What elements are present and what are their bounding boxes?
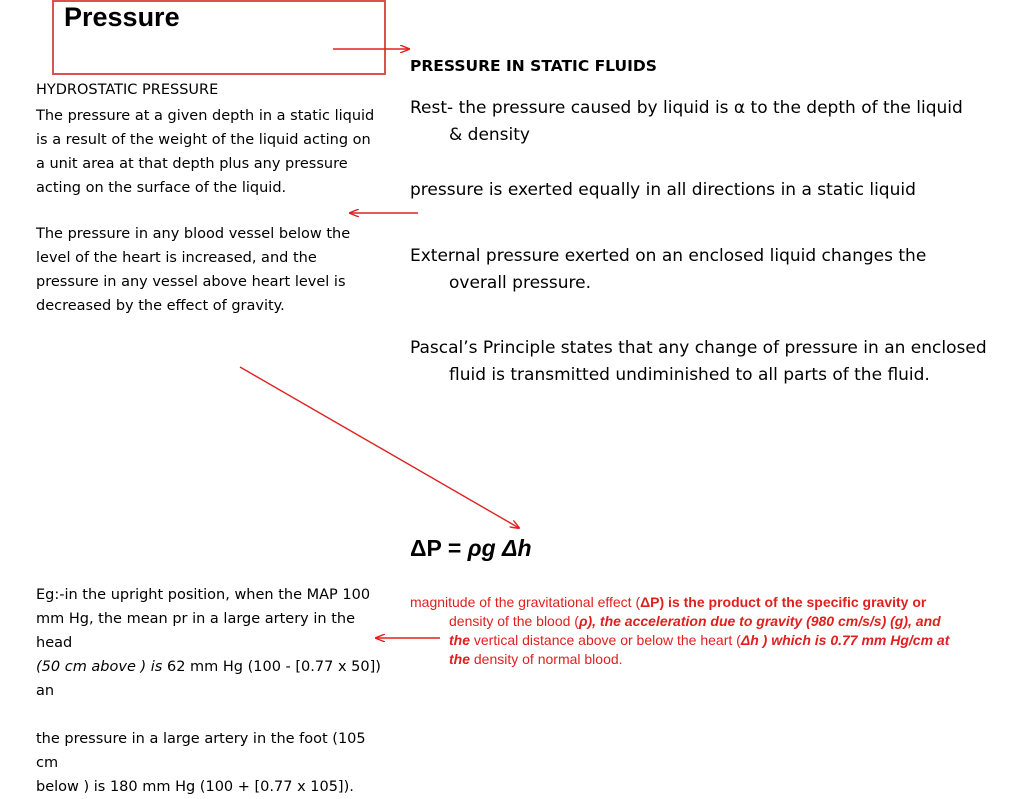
blood-vessel-text-2: pressure in any vessel above heart level… bbox=[36, 274, 346, 314]
arrow-to-formula bbox=[239, 366, 519, 528]
gravity-t6: Δh ) which is 0.77 mm Hg/cm at the bbox=[449, 632, 950, 667]
example-line-1: Eg:-in the upright position, when the MA… bbox=[36, 587, 371, 603]
pressure-formula: ΔP = ρg Δh bbox=[410, 535, 532, 562]
hydrostatic-definition: The pressure at a given depth in a stati… bbox=[36, 108, 375, 196]
connector-arrows bbox=[239, 0, 1024, 768]
foot-line-2: below ) is 180 mm Hg (100 + [0.77 x 105]… bbox=[36, 779, 354, 795]
static-fluids-heading: PRESSURE IN STATIC FLUIDS bbox=[410, 56, 657, 75]
gravity-t5: vertical distance above or below the hea… bbox=[470, 632, 741, 648]
gravity-t4: ρ), the acceleration due to gravity (980… bbox=[449, 613, 941, 648]
pascal-principle: Pascal’s Principle states that any chang… bbox=[410, 338, 987, 385]
hydrostatic-section: HYDROSTATIC PRESSURE The pressure at a g… bbox=[36, 78, 381, 318]
external-pressure-statement: External pressure exerted on an enclosed… bbox=[410, 246, 927, 293]
foot-line-1: the pressure in a large artery in the fo… bbox=[36, 731, 366, 771]
gravity-t2: ΔP) is the product of the specific gravi… bbox=[640, 594, 927, 610]
example-line-3: (50 cm above ) is 62 mm Hg (100 - [0.77 … bbox=[36, 655, 386, 703]
static-fluids-section: PRESSURE IN STATIC FLUIDS Rest- the pres… bbox=[410, 37, 987, 389]
example-value: 62 mm Hg (100 - [0.77 x 50]) an bbox=[36, 659, 381, 699]
gravity-paragraph: magnitude of the gravitational effect (Δ… bbox=[410, 593, 965, 669]
equal-directions-statement: pressure is exerted equally in all direc… bbox=[410, 180, 916, 200]
rest-statement: Rest- the pressure caused by liquid is α… bbox=[410, 98, 963, 145]
gravity-t1: magnitude of the gravitational effect ( bbox=[410, 594, 641, 610]
example-line-2: mm Hg, the mean pr in a large artery in … bbox=[36, 611, 355, 651]
gravity-explanation: magnitude of the gravitational effect (Δ… bbox=[410, 593, 965, 669]
gravity-t7: density of normal blood. bbox=[470, 651, 623, 667]
title-box: Pressure bbox=[52, 0, 386, 75]
slide-title: Pressure bbox=[64, 2, 180, 32]
gravity-t3: density of the blood ( bbox=[449, 613, 579, 629]
blood-vessel-text-1: The pressure in any blood vessel below t… bbox=[36, 226, 351, 266]
example-italic: (50 cm above ) is bbox=[36, 659, 163, 675]
hydrostatic-heading: HYDROSTATIC PRESSURE bbox=[36, 82, 219, 98]
formula-delta-p: ΔP = bbox=[410, 535, 468, 561]
formula-rhs: ρg Δh bbox=[467, 535, 532, 561]
